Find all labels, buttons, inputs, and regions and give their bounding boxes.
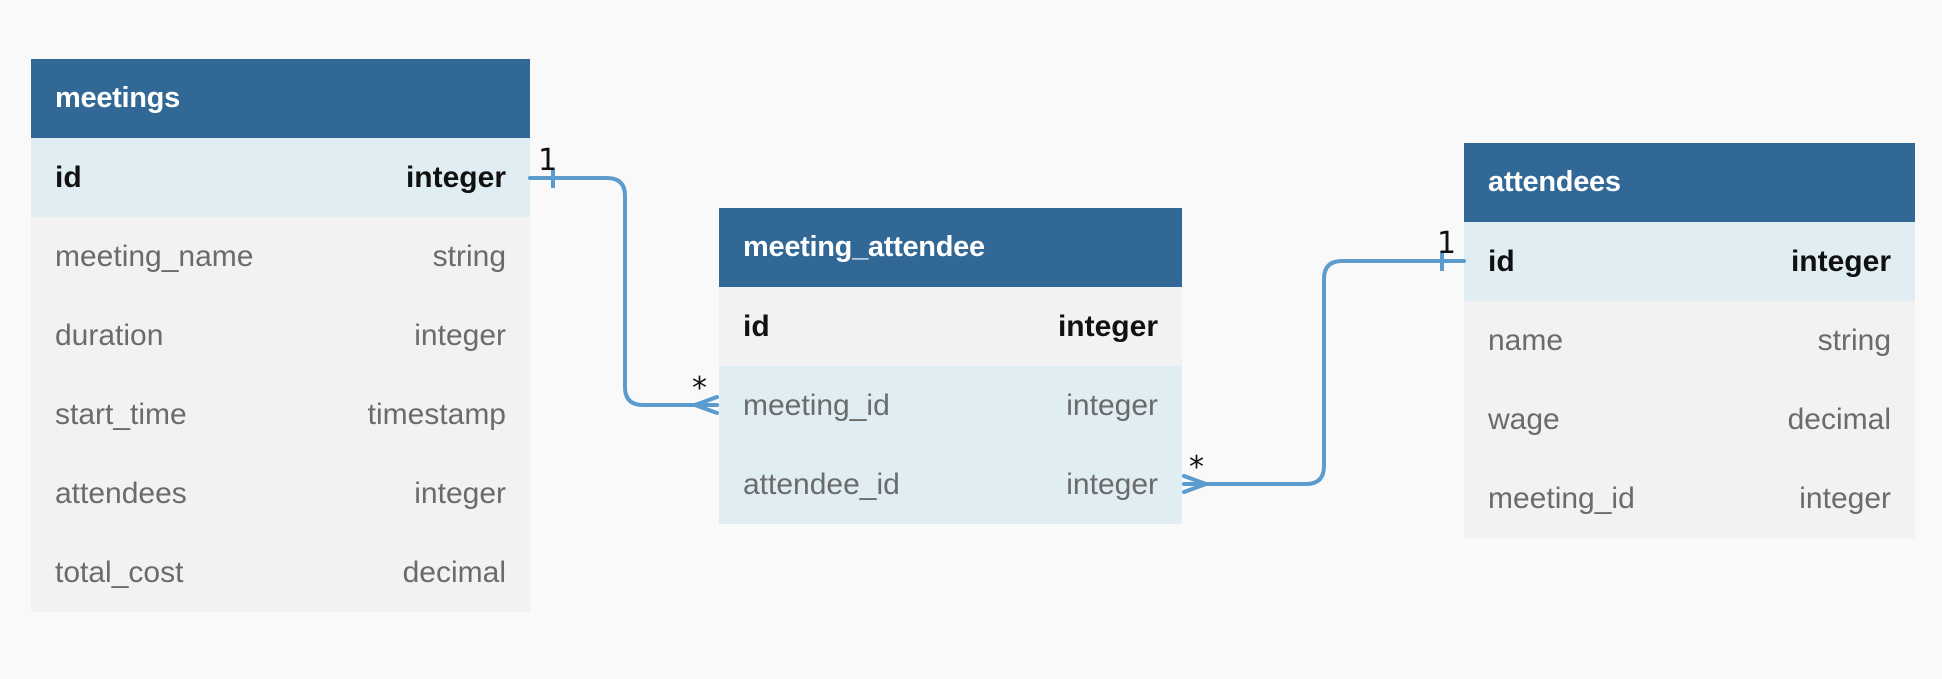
table-meeting-attendee[interactable]: meeting_attendee id integer meeting_id i… (719, 208, 1182, 524)
column-name: meeting_id (743, 388, 890, 422)
relationship-meetings-to-meeting-attendee[interactable]: 1 * (528, 143, 719, 415)
table-row[interactable]: duration integer (31, 296, 530, 375)
column-type: decimal (1787, 402, 1891, 436)
column-type: decimal (402, 555, 506, 589)
column-name: total_cost (55, 555, 184, 589)
table-title[interactable]: attendees (1464, 143, 1915, 222)
column-type: integer (1790, 244, 1891, 278)
table-row[interactable]: attendees integer (31, 454, 530, 533)
cardinality-label: 1 (538, 143, 557, 178)
table-row[interactable]: total_cost decimal (31, 533, 530, 612)
connector-line (528, 176, 719, 407)
column-name: id (1488, 244, 1515, 278)
table-attendees[interactable]: attendees id integer name string wage de… (1464, 143, 1915, 538)
column-type: timestamp (367, 397, 506, 431)
column-name: meeting_id (1488, 481, 1635, 515)
table-row[interactable]: id integer (1464, 222, 1915, 301)
table-row[interactable]: meeting_id integer (719, 366, 1182, 445)
column-name: id (743, 309, 770, 343)
column-name: start_time (55, 397, 187, 431)
table-row[interactable]: name string (1464, 301, 1915, 380)
relationship-attendees-to-meeting-attendee[interactable]: 1 * (1182, 226, 1466, 494)
table-title[interactable]: meeting_attendee (719, 208, 1182, 287)
table-row[interactable]: meeting_id integer (1464, 459, 1915, 538)
column-type: string (432, 239, 506, 273)
column-type: integer (1057, 309, 1158, 343)
table-meetings[interactable]: meetings id integer meeting_name string … (31, 59, 530, 612)
cardinality-label: * (1189, 450, 1204, 485)
column-name: meeting_name (55, 239, 254, 273)
table-title[interactable]: meetings (31, 59, 530, 138)
table-row[interactable]: attendee_id integer (719, 445, 1182, 524)
cardinality-label: * (692, 371, 707, 406)
column-name: name (1488, 323, 1564, 357)
table-row[interactable]: meeting_name string (31, 217, 530, 296)
column-name: attendee_id (743, 467, 900, 501)
table-row[interactable]: id integer (719, 287, 1182, 366)
column-type: integer (1066, 467, 1158, 501)
table-row[interactable]: id integer (31, 138, 530, 217)
crows-foot-marker (693, 395, 719, 415)
column-type: string (1817, 323, 1891, 357)
column-name: attendees (55, 476, 187, 510)
table-row[interactable]: start_time timestamp (31, 375, 530, 454)
column-name: id (55, 160, 82, 194)
crows-foot-marker (1182, 474, 1208, 494)
column-type: integer (414, 476, 506, 510)
column-name: duration (55, 318, 164, 352)
column-type: integer (414, 318, 506, 352)
column-type: integer (405, 160, 506, 194)
column-name: wage (1488, 402, 1560, 436)
column-type: integer (1799, 481, 1891, 515)
table-row[interactable]: wage decimal (1464, 380, 1915, 459)
connector-line (1182, 259, 1466, 486)
cardinality-label: 1 (1437, 226, 1456, 261)
column-type: integer (1066, 388, 1158, 422)
